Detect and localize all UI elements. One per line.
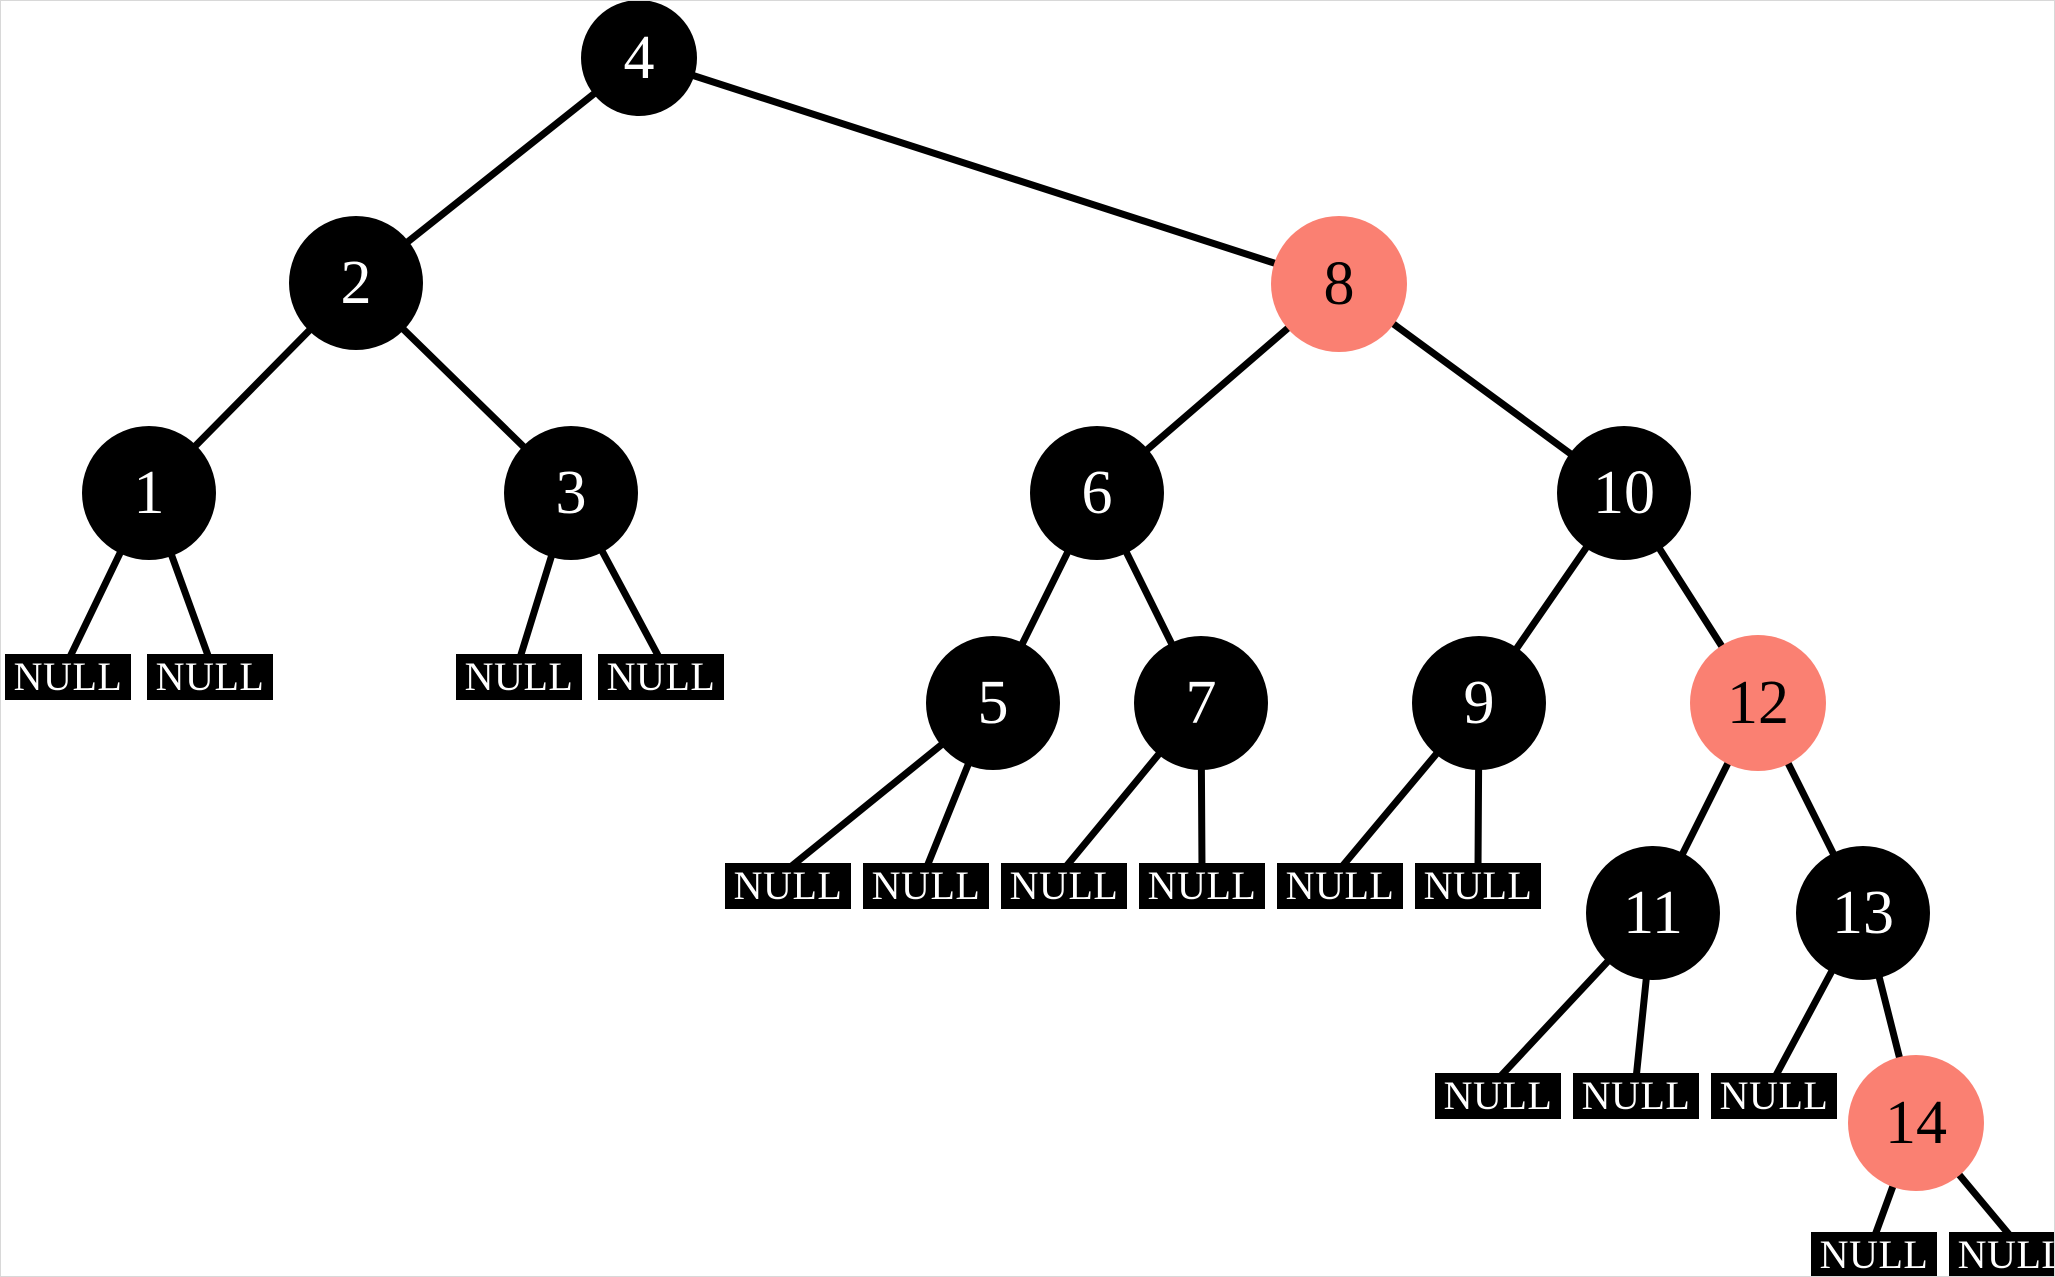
tree-node-label: 13: [1832, 879, 1894, 947]
tree-nil-label: NULL: [1581, 1073, 1691, 1118]
tree-nil-node: NULL: [1811, 1232, 1937, 1277]
tree-nil-label: NULL: [1147, 863, 1257, 908]
tree-nil-node: NULL: [1415, 863, 1541, 909]
tree-node-1[interactable]: 1: [82, 426, 216, 560]
tree-nil-label: NULL: [1285, 863, 1395, 908]
tree-node-3[interactable]: 3: [504, 426, 638, 560]
tree-node-9[interactable]: 9: [1412, 636, 1546, 770]
tree-node-label: 10: [1593, 459, 1655, 527]
tree-nil-label: NULL: [1819, 1232, 1929, 1277]
tree-nil-node: NULL: [1949, 1232, 2054, 1277]
tree-nil-node: NULL: [5, 654, 131, 700]
tree-nil-label: NULL: [1009, 863, 1119, 908]
tree-node-label: 11: [1623, 879, 1683, 947]
tree-node-12[interactable]: 12: [1690, 635, 1826, 771]
tree-node-8[interactable]: 8: [1271, 216, 1407, 352]
tree-node-label: 9: [1463, 669, 1495, 737]
tree-nil-label: NULL: [1423, 863, 1533, 908]
tree-edge: [635, 54, 1343, 288]
tree-nil-node: NULL: [1139, 863, 1265, 909]
tree-nil-node: NULL: [598, 654, 724, 700]
tree-nil-label: NULL: [155, 654, 265, 699]
tree-node-label: 8: [1323, 250, 1355, 318]
tree-node-11[interactable]: 11: [1586, 846, 1720, 980]
tree-nil-label: NULL: [1719, 1073, 1829, 1118]
tree-nil-label: NULL: [1957, 1232, 2054, 1277]
tree-nil-node: NULL: [1711, 1073, 1837, 1119]
tree-node-4[interactable]: 4: [581, 1, 697, 116]
tree-node-label: 3: [555, 459, 587, 527]
tree-nil-node: NULL: [1001, 863, 1127, 909]
tree-nil-node: NULL: [456, 654, 582, 700]
tree-node-label: 6: [1081, 459, 1113, 527]
tree-node-label: 4: [623, 24, 655, 92]
tree-node-14[interactable]: 14: [1848, 1055, 1984, 1191]
tree-nil-label: NULL: [606, 654, 716, 699]
tree-nil-label: NULL: [871, 863, 981, 908]
tree-node-5[interactable]: 5: [926, 636, 1060, 770]
tree-nil-node: NULL: [1573, 1073, 1699, 1119]
tree-node-label: 12: [1727, 669, 1789, 737]
tree-nil-label: NULL: [1443, 1073, 1553, 1118]
tree-nil-node: NULL: [725, 863, 851, 909]
tree-node-label: 7: [1185, 669, 1217, 737]
tree-nil-node: NULL: [147, 654, 273, 700]
tree-node-label: 2: [340, 249, 372, 317]
tree-nil-node: NULL: [1435, 1073, 1561, 1119]
tree-node-7[interactable]: 7: [1134, 636, 1268, 770]
tree-nil-label: NULL: [13, 654, 123, 699]
tree-node-label: 14: [1885, 1089, 1947, 1157]
tree-node-label: 1: [133, 459, 165, 527]
tree-nil-label: NULL: [464, 654, 574, 699]
tree-node-label: 5: [977, 669, 1009, 737]
tree-nil-label: NULL: [733, 863, 843, 908]
tree-node-2[interactable]: 2: [289, 216, 423, 350]
tree-node-10[interactable]: 10: [1557, 426, 1691, 560]
tree-nil-node: NULL: [1277, 863, 1403, 909]
tree-node-13[interactable]: 13: [1796, 846, 1930, 980]
tree-node-6[interactable]: 6: [1030, 426, 1164, 560]
tree-nil-node: NULL: [863, 863, 989, 909]
